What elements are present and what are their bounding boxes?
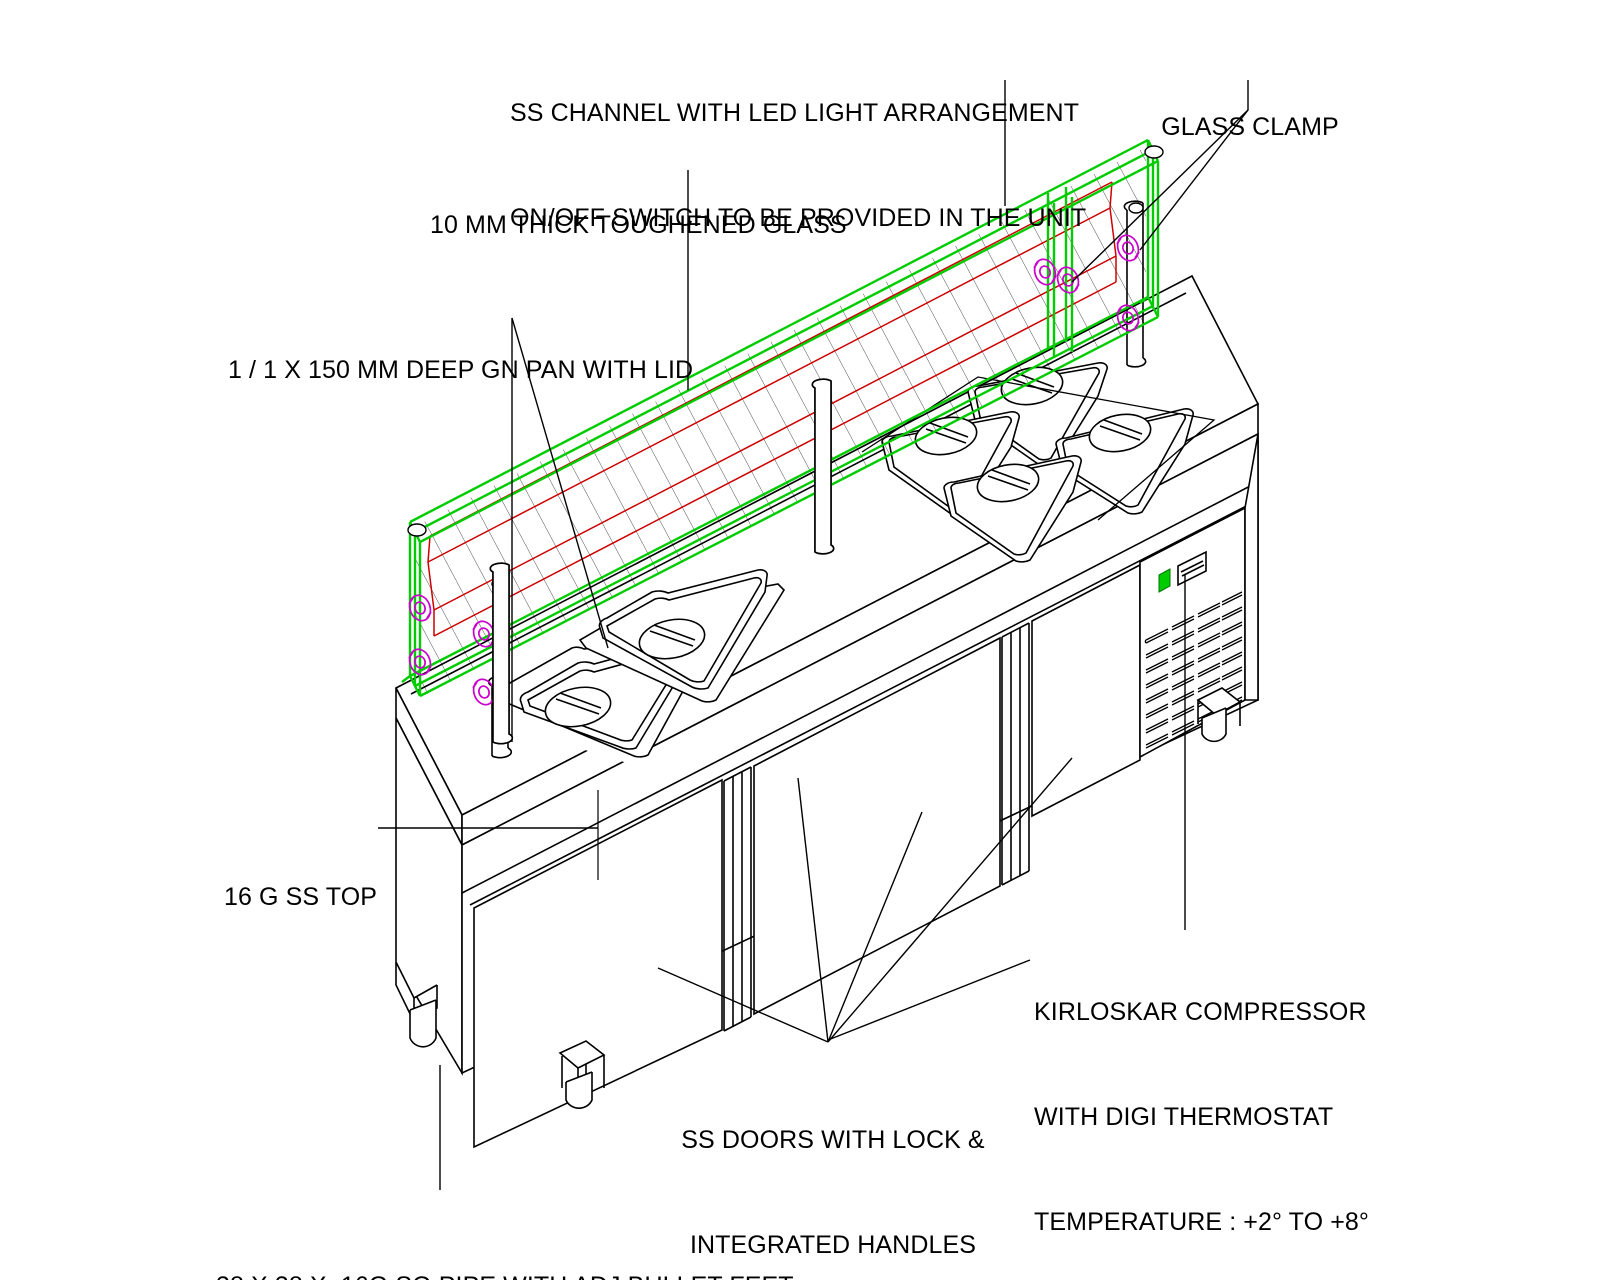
annotation-glass-clamp: GLASS CLAMP bbox=[1110, 40, 1390, 215]
leader-lines bbox=[378, 80, 1249, 1190]
annotation-ss-top-line1: 16 G SS TOP bbox=[224, 883, 378, 911]
ss-door-2[interactable] bbox=[753, 636, 1001, 1016]
gn-pan-small-front bbox=[943, 455, 1082, 563]
annotation-compressor: KIRLOSKAR COMPRESSOR WITH DIGI THERMOSTA… bbox=[1034, 925, 1454, 1280]
leg-front-middle bbox=[558, 1040, 606, 1100]
door-handle-gap-2[interactable] bbox=[1001, 622, 1030, 886]
annotation-gn-pan: 1 / 1 X 150 MM DEEP GN PAN WITH LID bbox=[228, 283, 788, 458]
annotation-ss-doors: SS DOORS WITH LOCK & INTEGRATED HANDLES bbox=[658, 1053, 1008, 1280]
cabinet-top-rail bbox=[461, 481, 1259, 894]
leader-compressor-c bbox=[827, 959, 1031, 1041]
glass-clamp-r1 bbox=[1033, 258, 1057, 286]
cabinet-right-end bbox=[1244, 433, 1259, 701]
annotation-toughened-glass: 10 MM THICK TOUGHENED GLASS bbox=[430, 138, 950, 313]
glass-clamp-l1 bbox=[408, 594, 432, 622]
door-handle-gap-1[interactable] bbox=[723, 766, 752, 1032]
annotation-ss-top: 16 G SS TOP bbox=[224, 810, 524, 985]
glass-clamp-l2 bbox=[408, 648, 432, 676]
glass-clamp-r2 bbox=[1056, 266, 1080, 294]
leader-glass-clamp-b bbox=[1071, 109, 1249, 283]
annotation-compressor-line3: TEMPERATURE : +2° TO +8° bbox=[1034, 1208, 1369, 1236]
leg-rear-right bbox=[1196, 687, 1242, 740]
bullet-foot-right bbox=[1201, 707, 1227, 743]
annotation-compressor-line1: KIRLOSKAR COMPRESSOR bbox=[1034, 998, 1367, 1026]
leader-door-2 bbox=[797, 777, 829, 1043]
gn-pan-front-right bbox=[578, 569, 786, 703]
annotation-toughened-glass-line1: 10 MM THICK TOUGHENED GLASS bbox=[430, 211, 847, 239]
glass-clamp-r4 bbox=[1116, 304, 1140, 332]
annotation-ss-doors-line1: SS DOORS WITH LOCK & bbox=[681, 1126, 985, 1154]
leader-gn-pan-b bbox=[511, 317, 609, 649]
led-onoff-switch[interactable] bbox=[1158, 568, 1171, 593]
annotation-sq-pipe-feet: 38 X 38 X 16G SQ PIPE WITH ADJ BULLET FE… bbox=[216, 1199, 856, 1280]
annotation-led-channel-line2: ON/OFF SWITCH TO BE PROVIDED IN THE UNIT bbox=[510, 204, 1087, 232]
cabinet-top-rail-2 bbox=[469, 499, 1259, 906]
vent-louvers bbox=[1144, 591, 1243, 749]
annotation-led-channel-line1: SS CHANNEL WITH LED LIGHT ARRANGEMENT bbox=[510, 99, 1080, 127]
glass-clamp-r3 bbox=[1116, 234, 1140, 262]
bullet-foot-middle bbox=[565, 1071, 593, 1109]
ss-door-3[interactable] bbox=[1031, 563, 1141, 818]
annotation-glass-clamp-line1: GLASS CLAMP bbox=[1161, 113, 1339, 141]
ss-door-1[interactable] bbox=[473, 778, 723, 1149]
bullet-foot-left bbox=[409, 999, 437, 1048]
post-overlay bbox=[489, 378, 835, 745]
leader-door-1 bbox=[657, 967, 829, 1043]
annotation-sq-pipe-feet-line1: 38 X 38 X 16G SQ PIPE WITH ADJ BULLET FE… bbox=[216, 1269, 856, 1280]
toughened-glass-panel bbox=[416, 147, 1146, 700]
annotation-gn-pan-line1: 1 / 1 X 150 MM DEEP GN PAN WITH LID bbox=[228, 356, 694, 384]
leader-door-4 bbox=[827, 757, 1073, 1043]
annotation-led-channel: SS CHANNEL WITH LED LIGHT ARRANGEMENT ON… bbox=[510, 26, 1087, 306]
annotation-compressor-line2: WITH DIGI THERMOSTAT bbox=[1034, 1103, 1334, 1131]
leader-door-3 bbox=[827, 811, 923, 1043]
annotation-ss-doors-line2: INTEGRATED HANDLES bbox=[689, 1231, 977, 1259]
